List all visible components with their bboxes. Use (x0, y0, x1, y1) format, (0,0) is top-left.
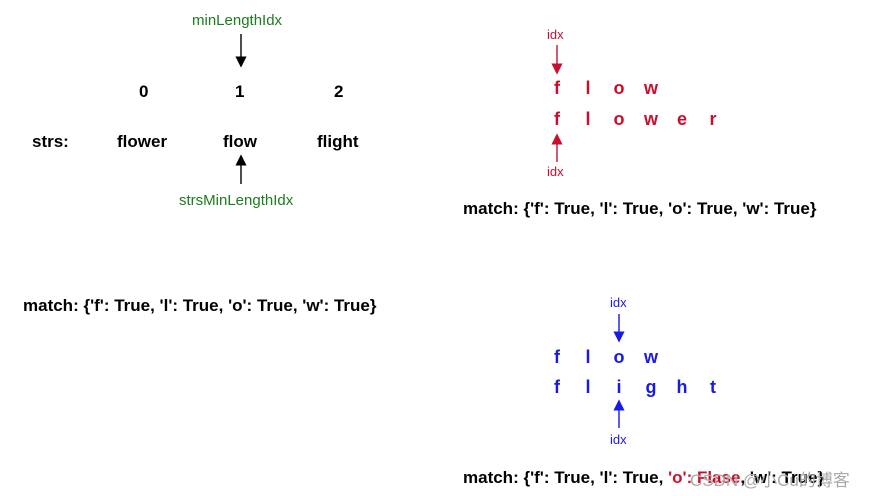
blue-row1-char: w (643, 347, 658, 367)
min-length-idx-label: minLengthIdx (192, 12, 283, 29)
blue-row1-char: l (585, 347, 591, 367)
word-flow: flow (223, 132, 257, 151)
blue-row2-char: f (554, 377, 560, 397)
red-row1-char: w (643, 78, 658, 98)
blue-idx-top-label: idx (610, 295, 627, 310)
left-match-text: match: {'f': True, 'l': True, 'o': True,… (23, 296, 377, 315)
index-0: 0 (139, 82, 149, 101)
blue-row2-char: l (585, 377, 591, 397)
bottom-right-match-text: match: {'f': True, 'l': True, 'o': Flase… (463, 468, 824, 488)
red-row2-char: r (709, 109, 717, 129)
index-2: 2 (334, 82, 344, 101)
csdn-watermark: CSDN @小Cu的博客 (690, 471, 850, 490)
red-row1-char: l (585, 78, 591, 98)
red-idx-top-label: idx (547, 27, 564, 42)
index-1: 1 (235, 82, 245, 101)
strs-label: strs: (32, 132, 69, 151)
match-o-flase: 'o': Flase (668, 468, 741, 487)
red-row1-char: o (613, 78, 625, 98)
red-row1-char: f (554, 78, 560, 98)
red-row2-char: l (585, 109, 591, 129)
match-suffix: , 'w': True} (740, 468, 825, 487)
word-flight: flight (317, 132, 359, 151)
red-row2-char: o (613, 109, 625, 129)
red-idx-bottom-label: idx (547, 164, 564, 179)
red-row2-char: f (554, 109, 560, 129)
word-flower: flower (117, 132, 168, 151)
blue-row2-char: h (676, 377, 688, 397)
blue-row1-char: o (613, 347, 625, 367)
strs-min-length-idx-label: strsMinLengthIdx (179, 192, 294, 209)
blue-row2-char: t (710, 377, 716, 397)
blue-row2-char: g (645, 377, 657, 397)
red-row2-char: e (676, 109, 687, 129)
match-prefix: match: {'f': True, 'l': True, (463, 468, 669, 487)
blue-row1-char: f (554, 347, 560, 367)
top-right-match-text: match: {'f': True, 'l': True, 'o': True,… (463, 199, 817, 218)
red-row2-char: w (643, 109, 658, 129)
blue-row2-char: i (616, 377, 622, 397)
blue-idx-bottom-label: idx (610, 432, 627, 447)
